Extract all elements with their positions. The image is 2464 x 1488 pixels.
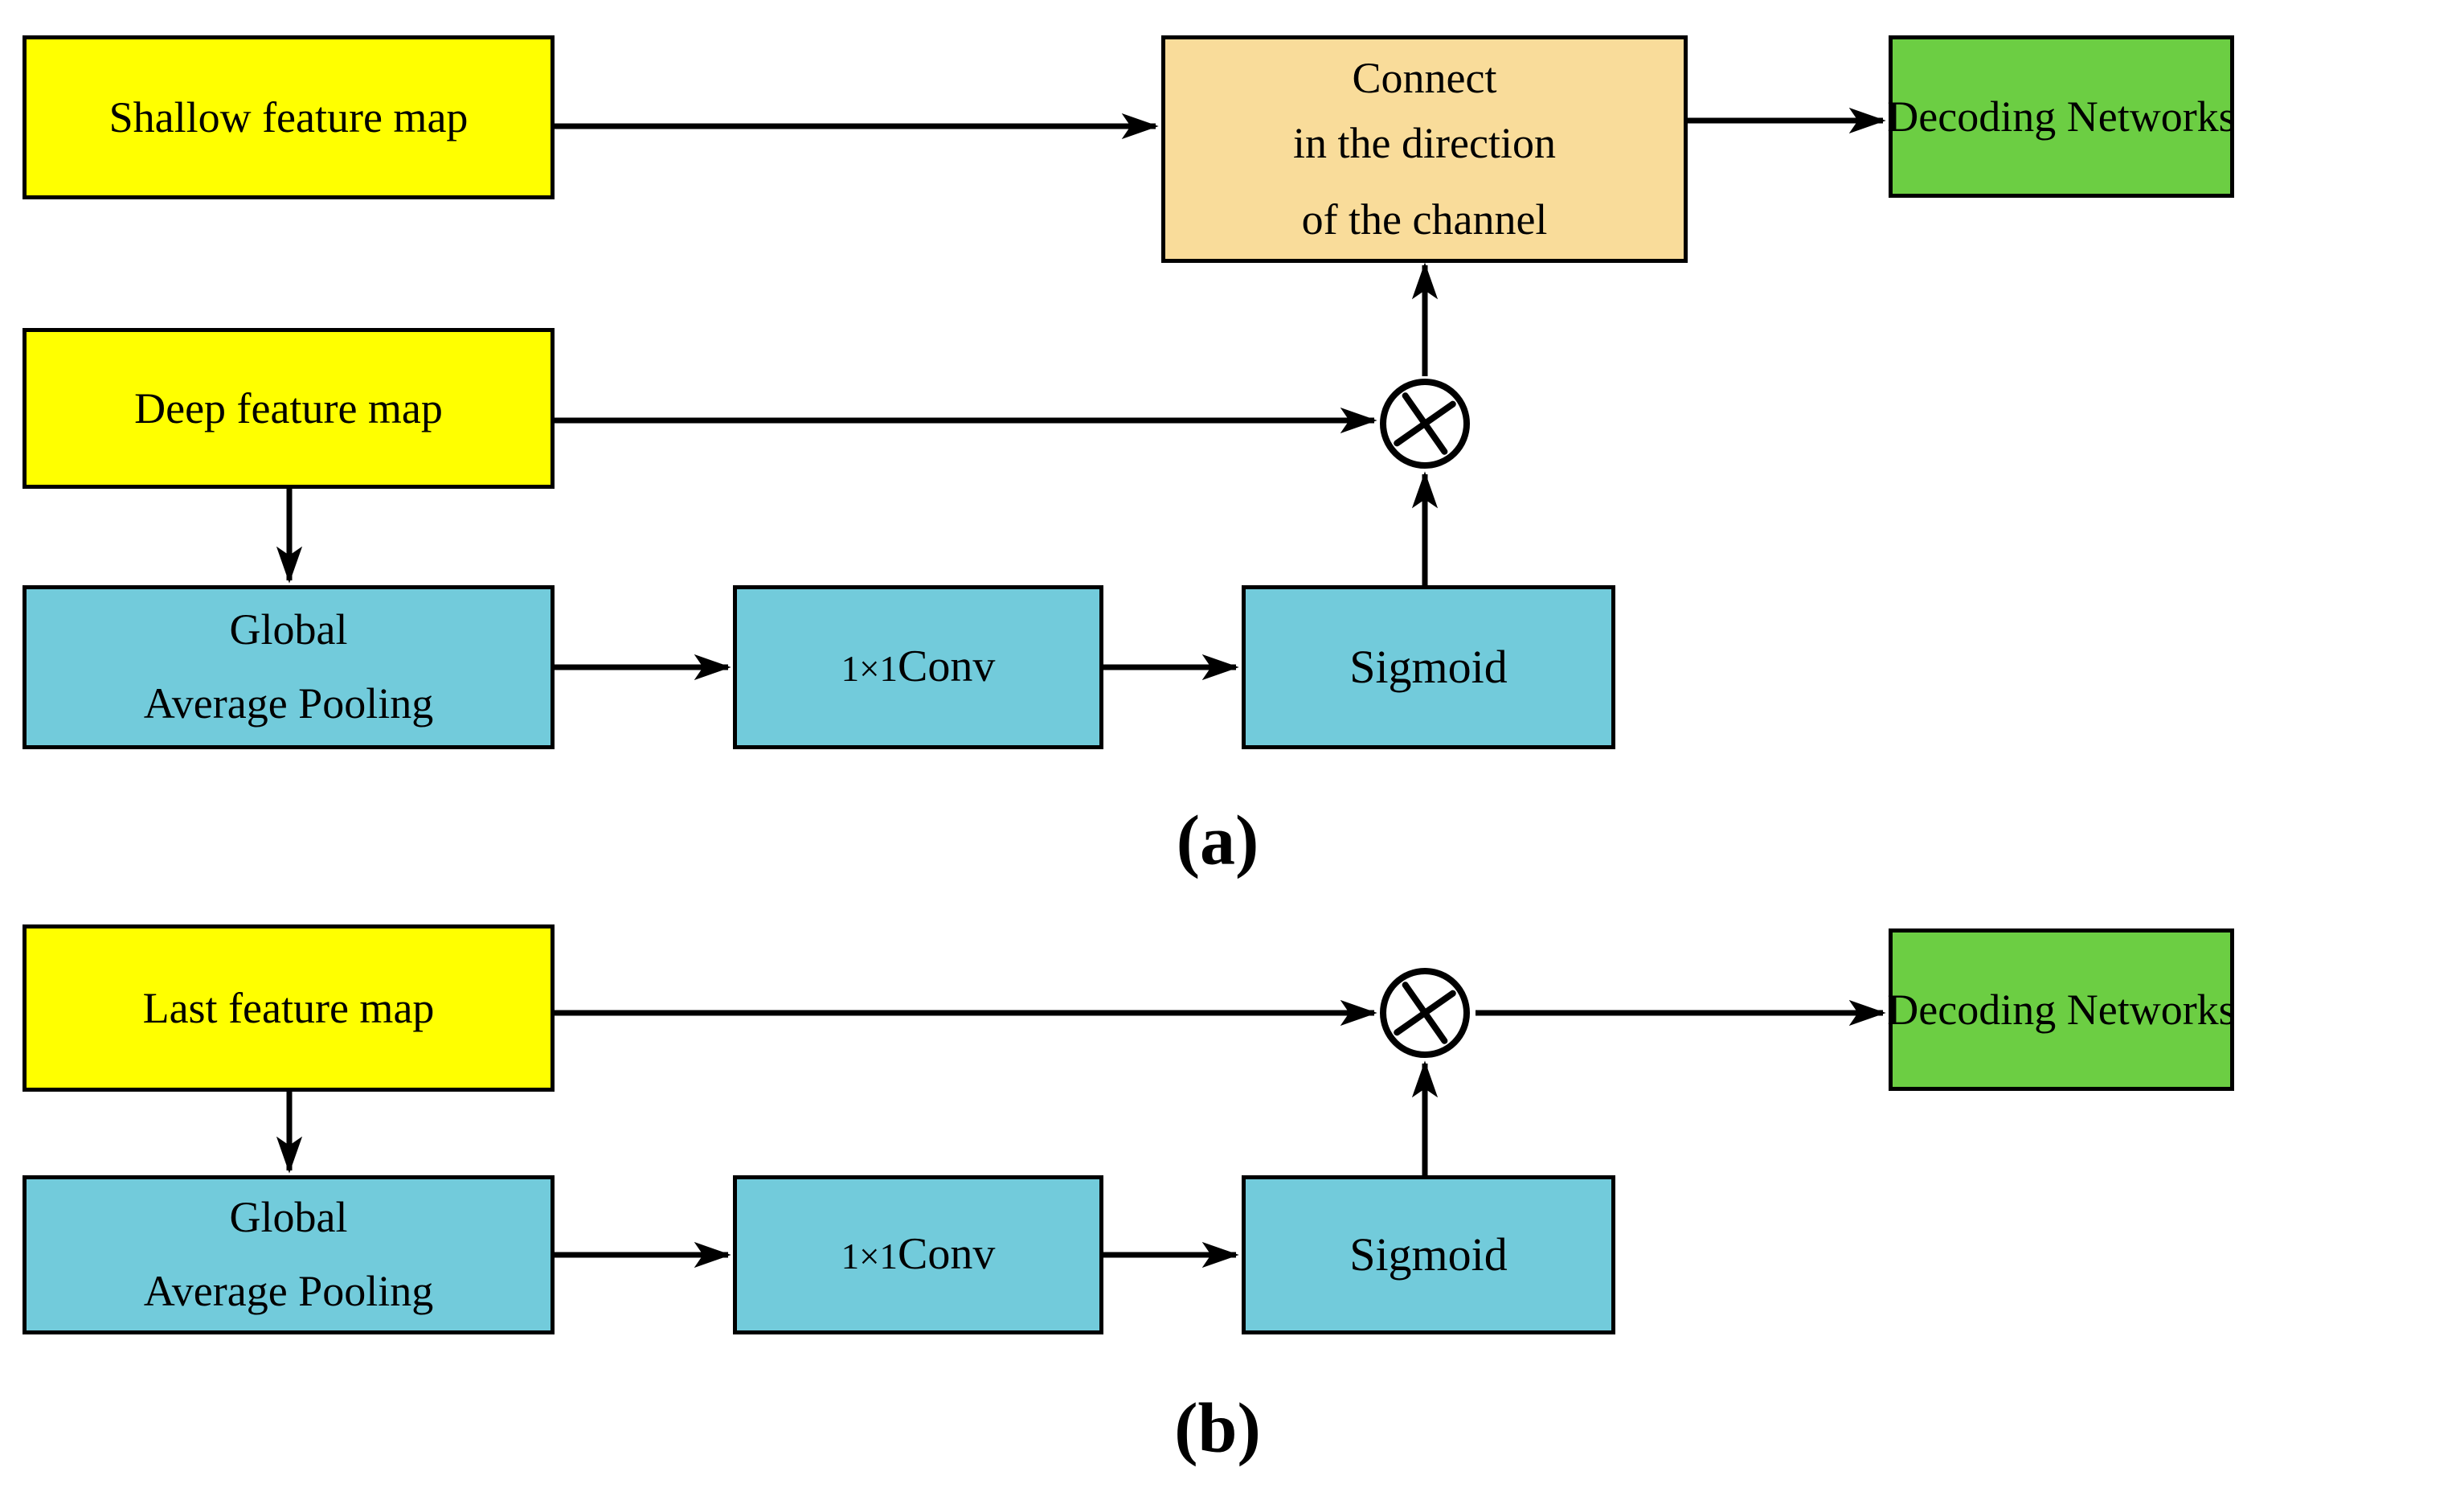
panel-caption-a: (a)	[1176, 801, 1259, 880]
deep-feature-map-label: Deep feature map	[134, 383, 443, 432]
multiply-icon	[1394, 982, 1456, 1044]
conv-1x1-box-a: 1×1Conv	[733, 585, 1103, 749]
multiply-node-b	[1380, 968, 1470, 1058]
last-feature-map-label: Last feature map	[142, 983, 435, 1032]
gap-label-line2-b: Average Pooling	[143, 1267, 434, 1315]
channel-concat-box: Connect in the direction of the channel	[1161, 35, 1688, 263]
sigmoid-label-a: Sigmoid	[1349, 640, 1508, 693]
conv-1x1-prefix-a: 1×1	[841, 649, 898, 690]
deep-feature-map-box: Deep feature map	[23, 328, 555, 489]
sigmoid-label-b: Sigmoid	[1349, 1228, 1508, 1281]
decoding-networks-label-a: Decoding Networks	[1887, 92, 2236, 141]
multiply-node-a	[1380, 379, 1470, 469]
shallow-feature-map-label: Shallow feature map	[108, 92, 469, 141]
sigmoid-box-b: Sigmoid	[1242, 1175, 1615, 1334]
conv-1x1-label-b: 1×1Conv	[841, 1224, 996, 1285]
conv-1x1-suffix-b: Conv	[898, 1229, 996, 1280]
conv-1x1-label-a: 1×1Conv	[841, 637, 996, 698]
gap-label-line1-a: Global	[229, 605, 348, 654]
conv-1x1-box-b: 1×1Conv	[733, 1175, 1103, 1334]
panel-caption-b: (b)	[1174, 1389, 1261, 1468]
channel-concat-label-line1: Connect	[1352, 54, 1497, 102]
channel-concat-label-line3: of the channel	[1301, 195, 1548, 244]
gap-label-line2-a: Average Pooling	[143, 679, 434, 728]
sigmoid-box-a: Sigmoid	[1242, 585, 1615, 749]
channel-concat-label-line2: in the direction	[1293, 119, 1556, 167]
global-average-pooling-box-b: Global Average Pooling	[23, 1175, 555, 1334]
shallow-feature-map-box: Shallow feature map	[23, 35, 555, 199]
gap-label-line1-b: Global	[229, 1193, 348, 1242]
conv-1x1-prefix-b: 1×1	[841, 1236, 898, 1277]
decoding-networks-box-b: Decoding Networks	[1887, 928, 2236, 1091]
decoding-networks-box-a: Decoding Networks	[1887, 35, 2236, 198]
last-feature-map-box: Last feature map	[23, 924, 555, 1092]
multiply-icon	[1394, 392, 1456, 455]
conv-1x1-suffix-a: Conv	[898, 642, 996, 692]
decoding-networks-label-b: Decoding Networks	[1887, 985, 2236, 1034]
global-average-pooling-box-a: Global Average Pooling	[23, 585, 555, 749]
